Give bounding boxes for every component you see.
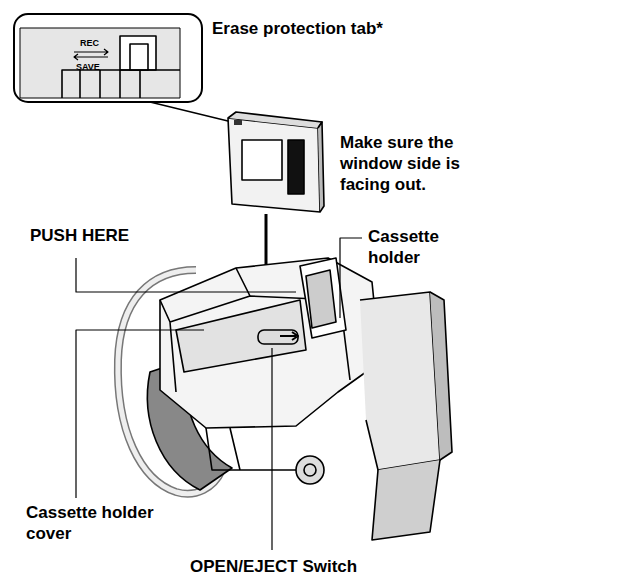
part-label: Cassette holder cover xyxy=(26,502,176,544)
part-label: SAVE xyxy=(76,62,116,72)
part-label: REC xyxy=(80,38,120,48)
part-label: Make sure the window side is facing out. xyxy=(340,132,490,195)
part-label: PUSH HERE xyxy=(30,225,170,246)
part-label: OPEN/EJECT Switch xyxy=(190,556,410,577)
part-label: Erase protection tab* xyxy=(212,18,472,39)
part-label: Cassette holder xyxy=(368,226,460,268)
